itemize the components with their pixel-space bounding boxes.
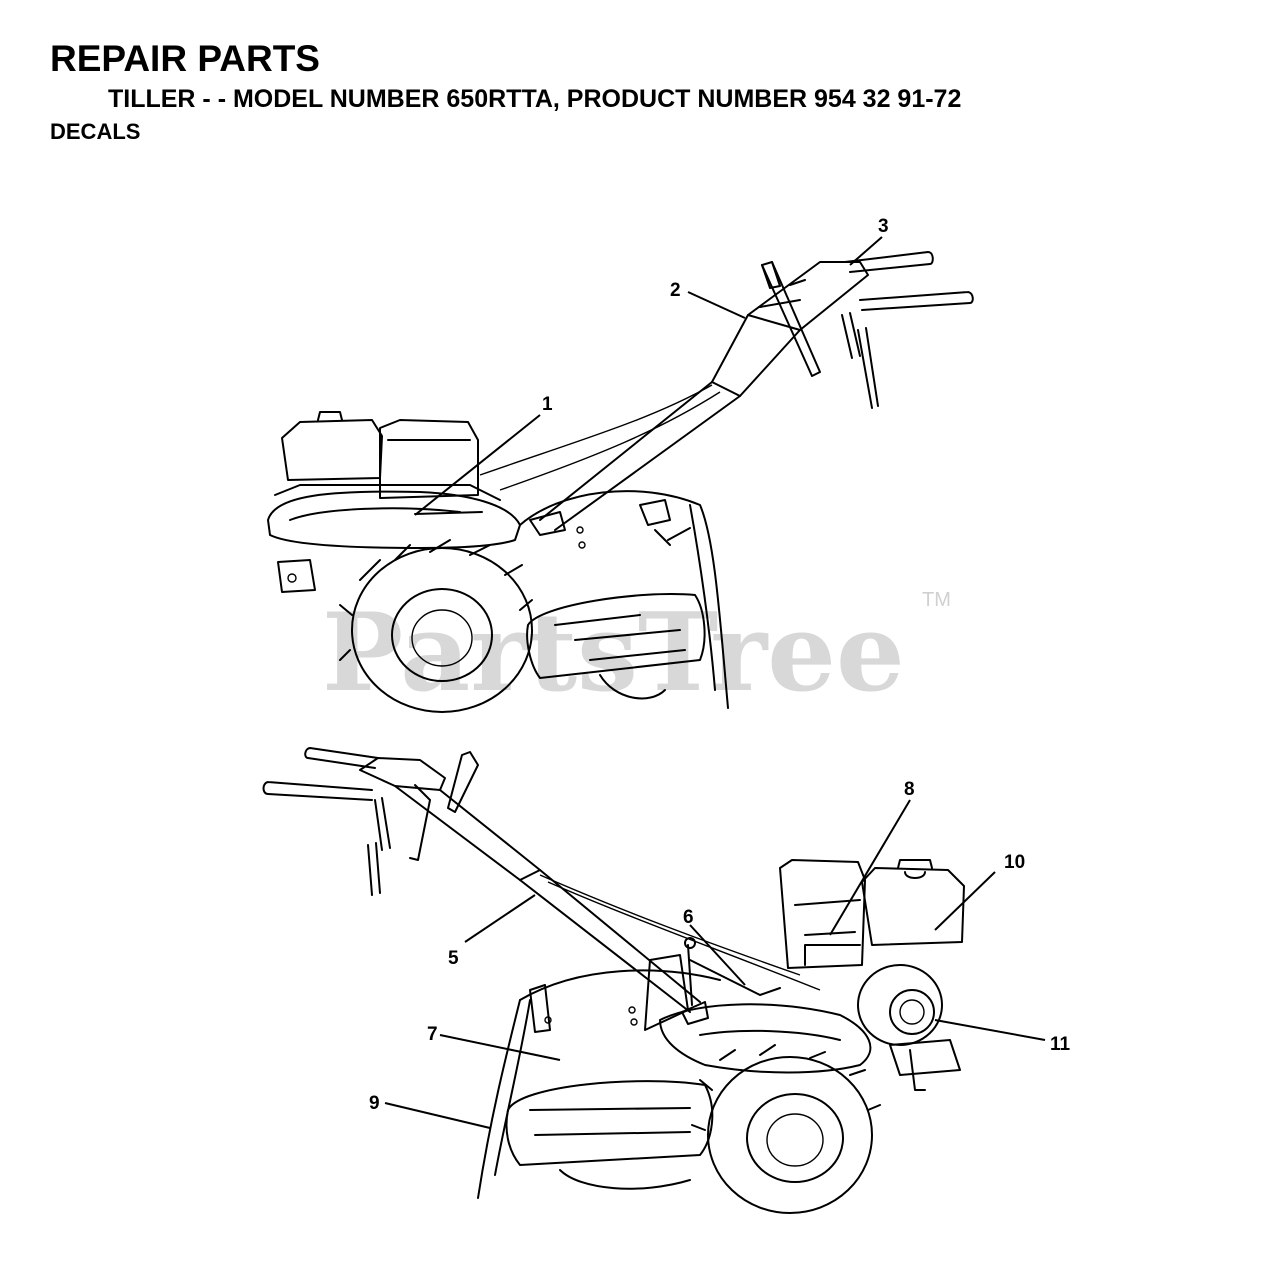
callout-1: 1 — [542, 394, 553, 415]
callout-5: 5 — [448, 948, 459, 969]
callout-numbers: 1 2 3 5 6 7 8 9 10 11 — [369, 216, 1071, 1114]
watermark-text: PartsTree — [322, 590, 905, 716]
leader-lines — [384, 236, 1046, 1129]
page-subtitle: TILLER - - MODEL NUMBER 650RTTA, PRODUCT… — [108, 85, 962, 113]
callout-7: 7 — [427, 1024, 438, 1045]
callout-3: 3 — [878, 216, 889, 237]
watermark-tm: TM — [922, 589, 951, 611]
section-label: DECALS — [50, 119, 141, 144]
tiller-top-view — [267, 251, 974, 713]
callout-9: 9 — [369, 1093, 380, 1114]
callout-8: 8 — [904, 779, 915, 800]
tiller-bottom-view — [262, 747, 965, 1214]
callout-10: 10 — [1004, 852, 1025, 873]
callout-6: 6 — [683, 907, 694, 928]
callout-2: 2 — [670, 280, 681, 301]
page-title: REPAIR PARTS — [50, 38, 320, 79]
callout-11: 11 — [1050, 1034, 1071, 1055]
